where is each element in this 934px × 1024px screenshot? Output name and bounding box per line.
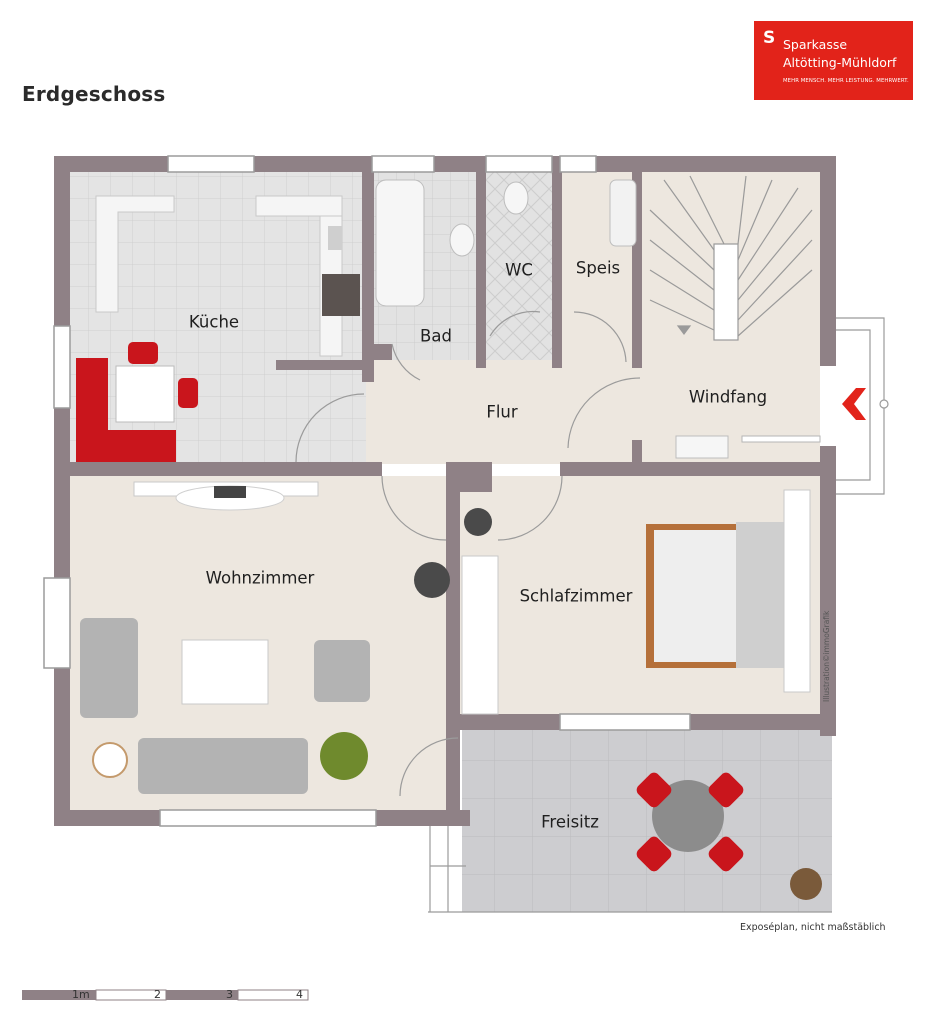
scale-label-1: 1m	[72, 988, 90, 1001]
freisitz-floor	[462, 730, 832, 912]
room-label-freisitz: Freisitz	[541, 812, 599, 832]
wall-windfang-stub	[632, 440, 642, 464]
dining-set	[76, 342, 198, 462]
room-label-windfang: Windfang	[688, 387, 768, 407]
window-bath	[371, 155, 435, 173]
dining-table	[115, 365, 175, 423]
bathtub	[375, 179, 425, 307]
terrace-railing	[428, 826, 832, 913]
plant	[320, 732, 368, 780]
speis-shelf	[609, 179, 637, 247]
wall-bath-wc	[476, 172, 486, 368]
room-label-flur: Flur	[486, 402, 518, 422]
wall-right-lower	[820, 446, 836, 736]
door-freisitz	[399, 737, 459, 797]
door-windfang	[567, 377, 641, 449]
door-wc	[489, 310, 541, 337]
nightstand-row	[783, 489, 811, 693]
scale-bar	[22, 989, 309, 1001]
wall-chimney	[446, 462, 492, 492]
door-schlafzimmer	[497, 475, 563, 541]
entrance-frame	[836, 317, 889, 495]
kitchen-counter-left	[95, 195, 175, 313]
door-wohnzimmer	[381, 475, 447, 541]
logo-name-line2: Altötting-Mühldorf	[783, 55, 897, 70]
door-kitchen	[295, 393, 365, 463]
logo-slogan: MEHR MENSCH. MEHR LEISTUNG. MEHRWERT.	[783, 78, 909, 84]
floors	[70, 172, 832, 912]
wall-bath-stub	[372, 344, 392, 360]
window-living-south	[159, 809, 377, 827]
staircase	[649, 175, 813, 341]
windows	[43, 155, 691, 827]
terrace-table	[652, 780, 724, 852]
floor-lamp-flur	[464, 508, 492, 536]
door-speis	[573, 311, 627, 363]
room-label-kueche: Küche	[188, 312, 240, 332]
window-kitchen	[167, 155, 255, 173]
room-label-schlafzimmer: Schlafzimmer	[519, 586, 633, 606]
page-title: Erdgeschoss	[22, 82, 166, 106]
scale-label-3: 3	[226, 988, 233, 1001]
wall-kitchen-south	[70, 462, 382, 476]
cabinet	[675, 435, 729, 459]
scale-label-2: 2	[154, 988, 161, 1001]
wall-kitchen-flur	[276, 360, 372, 370]
plan-note: Exposéplan, nicht maßstäblich	[740, 922, 886, 933]
flur-floor	[366, 360, 646, 464]
sink	[328, 226, 342, 250]
door-bath	[391, 343, 421, 381]
chair-right	[178, 378, 198, 408]
toilet	[503, 181, 529, 215]
entrance-arrow-icon	[842, 388, 866, 420]
window-speis	[559, 155, 597, 173]
armchair-right	[314, 640, 370, 702]
wall-speis-windfang	[632, 172, 642, 368]
wardrobe	[461, 555, 499, 715]
doors	[295, 310, 641, 797]
side-table	[92, 742, 128, 778]
floor-lamp-living	[414, 562, 450, 598]
window-bedroom	[559, 713, 691, 731]
illustration-credit: Illustration©immoGrafik	[822, 610, 831, 702]
sofa	[138, 738, 308, 794]
chair-top	[128, 342, 158, 364]
coffee-table	[181, 639, 269, 705]
flower-pot	[790, 868, 822, 900]
room-label-bad: Bad	[420, 326, 452, 346]
kitchen-counter-right	[255, 195, 343, 217]
wall-kitchen-bath	[362, 172, 374, 382]
window-wc	[485, 155, 553, 173]
armchair-left	[80, 618, 138, 718]
washbasin	[449, 223, 475, 257]
room-label-speis: Speis	[575, 258, 621, 278]
tv	[214, 486, 246, 498]
logo-name-line1: Sparkasse	[783, 37, 848, 52]
wall-flur-south	[560, 462, 836, 476]
scale-label-4: 4	[296, 988, 303, 1001]
room-label-wc: WC	[505, 260, 533, 280]
wall-living-east	[446, 464, 460, 820]
wall-wc-speis	[552, 172, 562, 368]
window-living-west	[43, 577, 71, 669]
wall-right-upper	[820, 156, 836, 366]
room-label-wohnzimmer: Wohnzimmer	[205, 568, 315, 588]
terrace-chairs	[636, 772, 744, 872]
sparkasse-logo: S Sparkasse Altötting-Mühldorf MEHR MENS…	[754, 21, 913, 100]
corner-bench	[76, 358, 176, 462]
oven	[322, 274, 360, 316]
wall-left	[54, 156, 70, 826]
window-kitchen-west	[53, 325, 71, 409]
sparkasse-s-icon: S	[763, 28, 776, 48]
entrance-window	[741, 435, 821, 443]
